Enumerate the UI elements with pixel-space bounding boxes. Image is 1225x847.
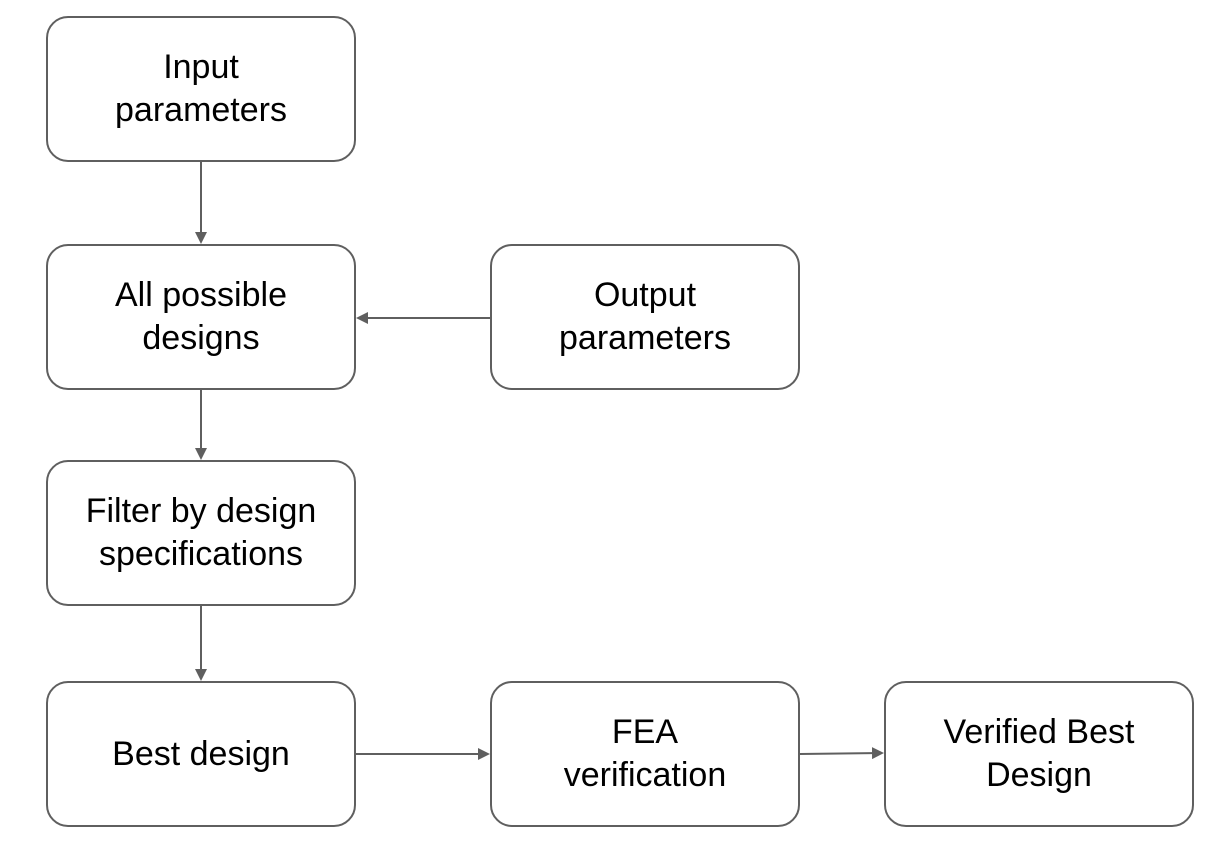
node-label: Output parameters [559, 276, 731, 357]
node-label: Best design [112, 734, 290, 773]
arrow-fea-to-verified [799, 747, 884, 760]
node-label: FEA verification [563, 713, 727, 794]
node-fea-verification: FEA verification [490, 681, 800, 827]
node-label: Filter by design specifications [85, 492, 317, 573]
node-input-parameters: Input parameters [46, 16, 356, 162]
node-output-parameters: Output parameters [490, 244, 800, 390]
node-best-design: Best design [46, 681, 356, 827]
node-verified-best-design: Verified Best Design [884, 681, 1194, 827]
node-label: Verified Best Design [943, 713, 1135, 794]
node-all-possible-designs: All possible designs [46, 244, 356, 390]
node-label: All possible designs [115, 276, 287, 357]
node-label: Input parameters [115, 48, 287, 129]
node-filter-by-design-specifications: Filter by design specifications [46, 460, 356, 606]
